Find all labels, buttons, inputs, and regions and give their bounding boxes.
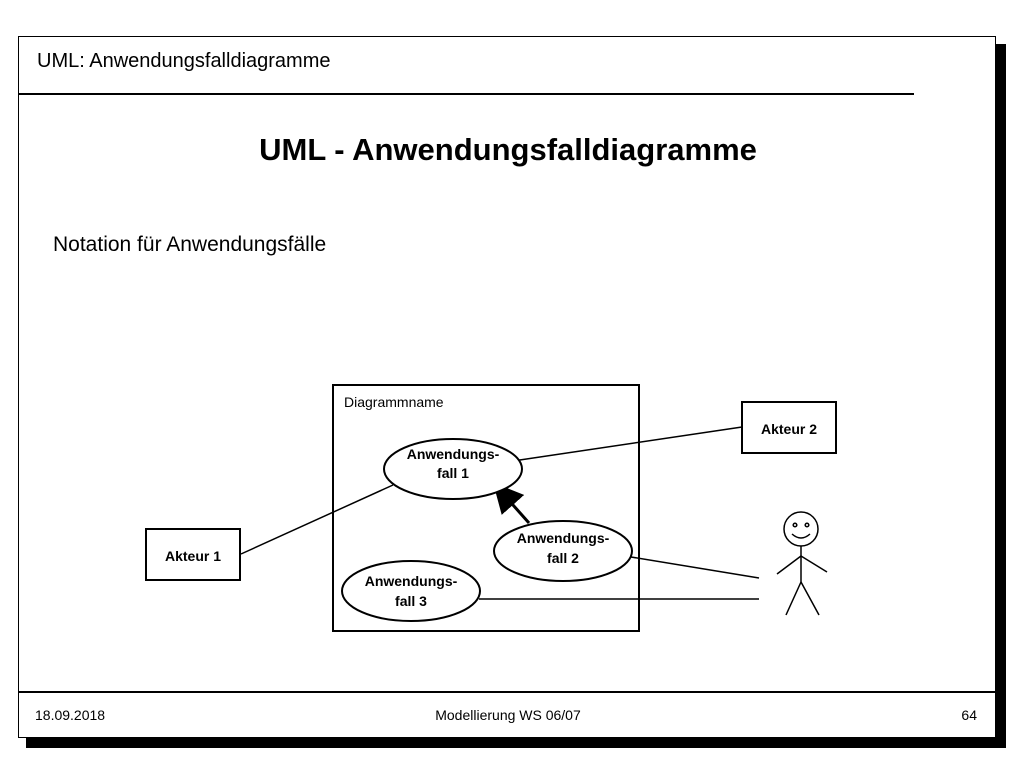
section-subtitle: Notation für Anwendungsfälle	[53, 233, 327, 256]
footer-date: 18.09.2018	[35, 707, 106, 723]
use-case-1-label-line2: fall 1	[437, 465, 469, 481]
system-name: Diagrammname	[344, 394, 444, 410]
slide: UML: Anwendungsfalldiagramme UML - Anwen…	[18, 36, 996, 738]
actor-1-label: Akteur 1	[165, 548, 221, 564]
actor-2-label: Akteur 2	[761, 421, 817, 437]
use-case-2-label-line1: Anwendungs-	[517, 530, 610, 546]
use-case-2-label-line2: fall 2	[547, 550, 579, 566]
use-case-1[interactable]: Anwendungs- fall 1	[383, 438, 523, 500]
use-case-1-label-line1: Anwendungs-	[407, 446, 500, 462]
system-boundary	[332, 384, 640, 632]
header-divider	[19, 93, 914, 95]
actor-2-box[interactable]: Akteur 2	[741, 401, 837, 454]
footer-course: Modellierung WS 06/07	[435, 707, 581, 723]
generalization-arrow	[493, 482, 531, 524]
use-case-3[interactable]: Anwendungs- fall 3	[341, 560, 481, 622]
use-case-3-label-line1: Anwendungs-	[365, 573, 458, 589]
association-akteur2-usecase1	[512, 426, 743, 462]
stick-figure-icon[interactable]	[776, 511, 828, 616]
association-actor-usecase2	[630, 556, 760, 579]
footer-divider	[19, 691, 995, 693]
use-case-diagram: Diagrammname Anwendungs- fall 1 Anwendun…	[145, 384, 837, 632]
header-title: UML: Anwendungsfalldiagramme	[37, 50, 331, 72]
footer-page-number: 64	[961, 707, 977, 723]
association-akteur1-usecase1	[240, 484, 394, 555]
use-case-2[interactable]: Anwendungs- fall 2	[493, 520, 633, 582]
page-title: UML - Anwendungsfalldiagramme	[259, 132, 757, 167]
use-case-3-label-line2: fall 3	[395, 593, 427, 609]
actor-1-box[interactable]: Akteur 1	[145, 528, 241, 581]
